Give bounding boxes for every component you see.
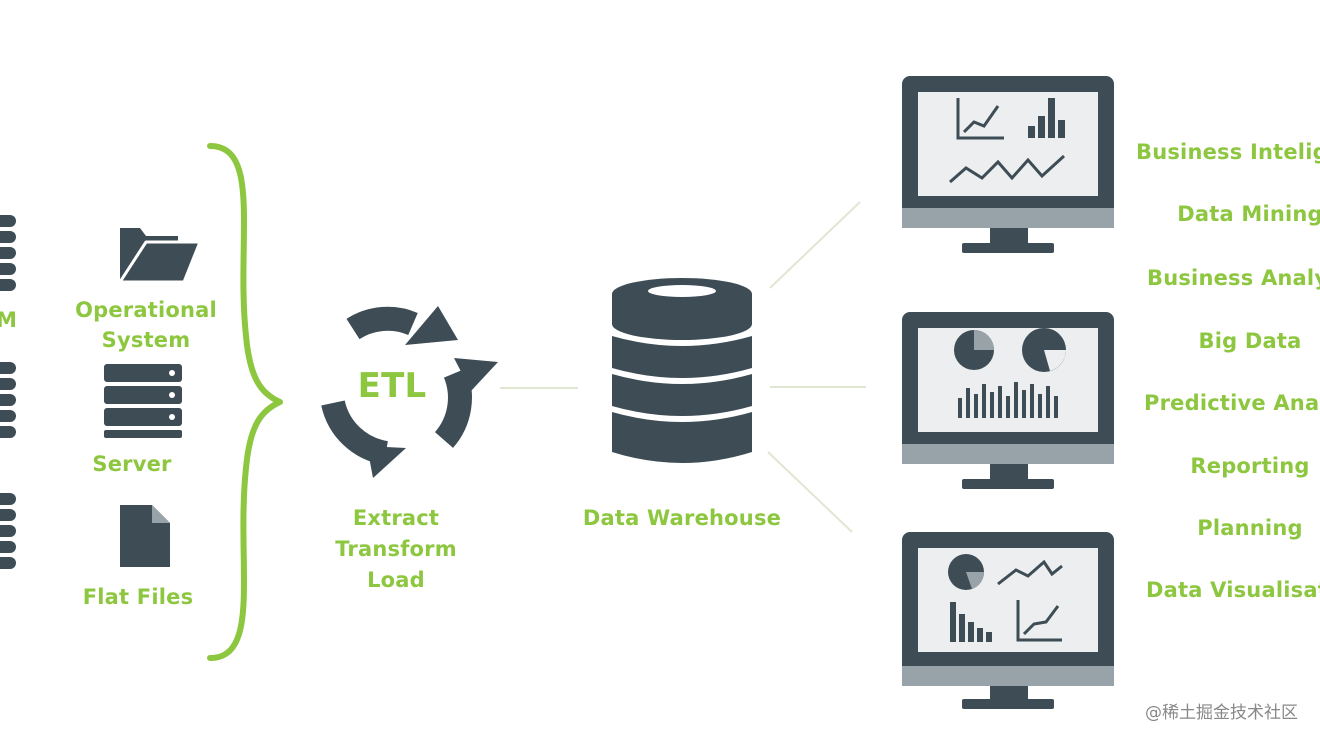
monitor-icon <box>902 76 1114 253</box>
pie-chart-icon <box>948 554 984 590</box>
line-chart-icon <box>1016 600 1062 642</box>
output-planning: Planning <box>1197 516 1303 540</box>
brace-icon <box>207 143 283 661</box>
operational-system-line1: Operational <box>75 298 217 322</box>
output-reporting: Reporting <box>1190 454 1310 478</box>
data-warehouse-label: Data Warehouse <box>582 506 782 530</box>
server-label: Server <box>92 452 172 476</box>
bar-chart-icon <box>1028 98 1065 138</box>
pie-chart-icon <box>1022 328 1066 372</box>
output-data-visualisation: Data Visualisati <box>1146 578 1320 602</box>
etl-step-extract: Extract <box>352 506 440 530</box>
output-business-analytics: Business Analyt <box>1147 266 1320 290</box>
pie-chart-icon <box>954 330 994 370</box>
database-icon <box>0 362 16 438</box>
operational-system-line2: System <box>101 328 191 352</box>
file-icon <box>120 505 170 567</box>
database-icon <box>0 493 16 569</box>
database-icon <box>0 215 16 291</box>
monitor-icon <box>902 532 1114 709</box>
line-chart-icon <box>956 98 1004 140</box>
output-business-intelligence: Business Intelige <box>1136 140 1320 164</box>
warehouse-database-icon <box>612 278 752 463</box>
etl-step-load: Load <box>367 568 425 592</box>
server-icon <box>104 364 182 438</box>
crm-label-partial: M <box>0 308 18 332</box>
operational-system-label: Operational System <box>75 295 217 355</box>
flat-files-label: Flat Files <box>82 585 194 609</box>
output-data-mining: Data Mining <box>1177 202 1320 226</box>
trend-line-icon <box>949 154 1066 184</box>
output-big-data: Big Data <box>1198 329 1302 353</box>
etl-steps-label: Extract Transform Load <box>335 503 457 596</box>
cycle-arrowheads <box>367 306 498 478</box>
bar-chart-icon <box>958 382 1058 418</box>
folder-icon <box>118 228 202 284</box>
etl-badge: ETL <box>357 366 427 406</box>
monitor-icon <box>902 312 1114 489</box>
etl-step-transform: Transform <box>335 537 457 561</box>
trend-line-icon <box>997 559 1063 586</box>
bar-chart-icon <box>950 602 992 642</box>
output-predictive-analytics: Predictive Analy <box>1144 391 1320 415</box>
connector-lines <box>500 201 866 533</box>
watermark: @稀土掘金技术社区 <box>1145 703 1298 723</box>
